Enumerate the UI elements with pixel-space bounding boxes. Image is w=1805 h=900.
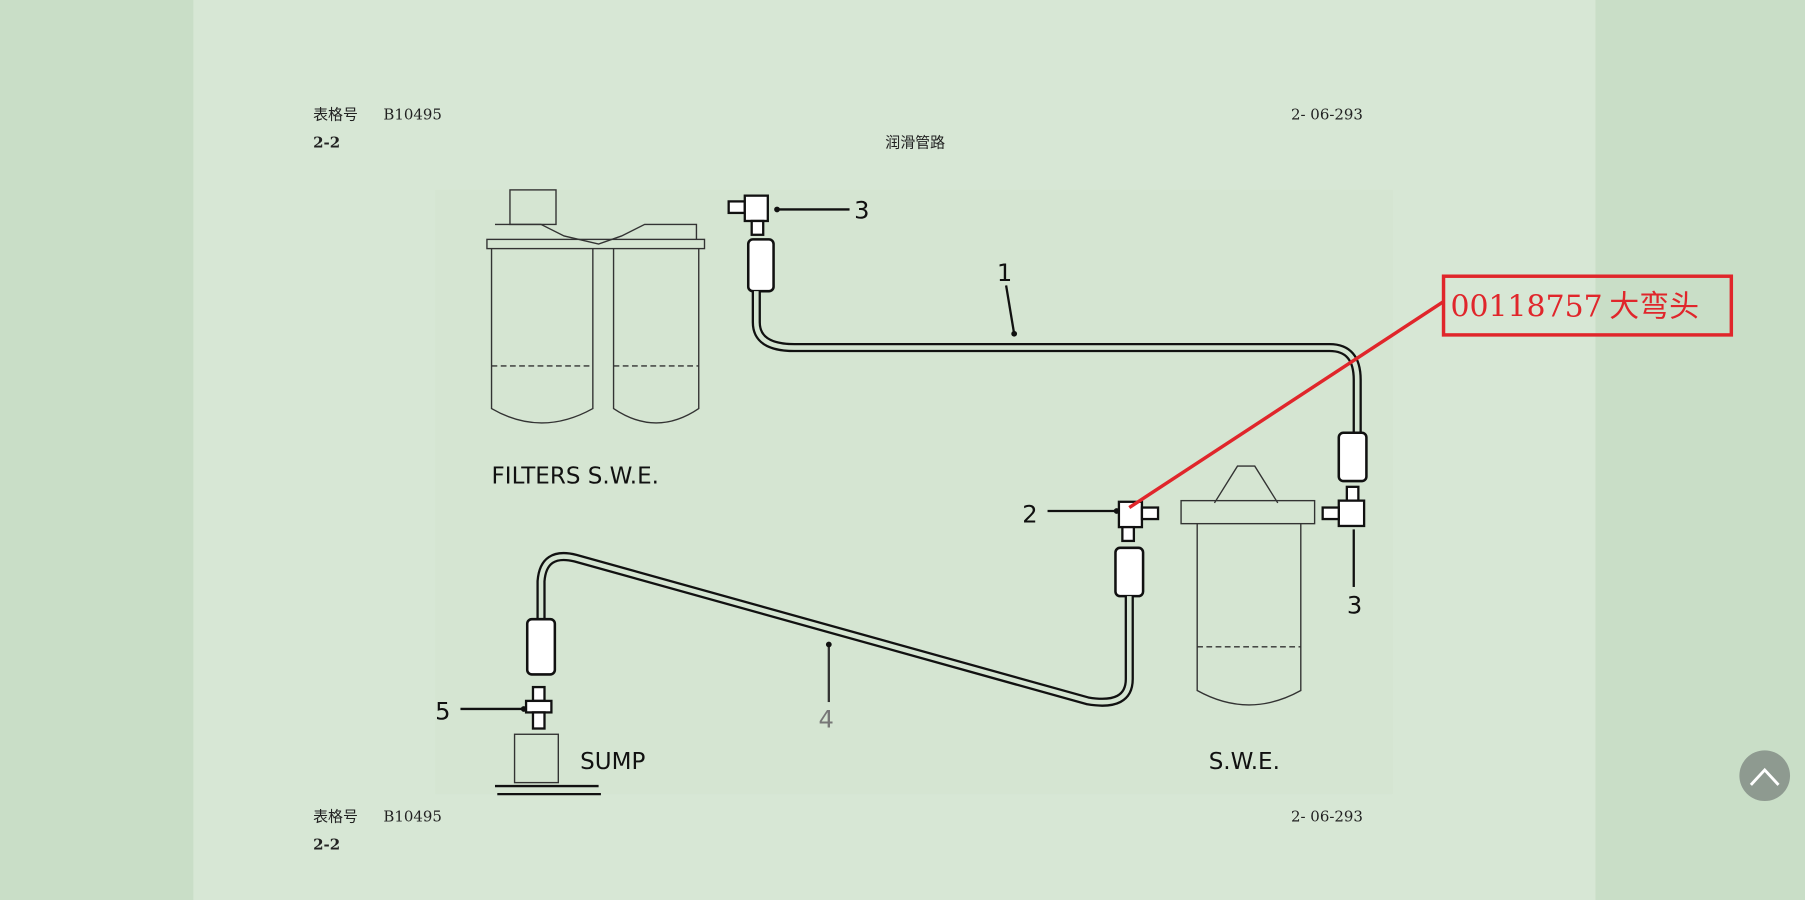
form-number: B10495 <box>383 106 442 124</box>
right-margin <box>1595 0 1805 900</box>
left-margin <box>0 0 194 900</box>
footer-form-number: B10495 <box>383 808 442 826</box>
page-title: 润滑管路 <box>885 133 945 151</box>
callout-1: 1 <box>997 259 1012 287</box>
annotation-part-number: 00118757 <box>1450 289 1602 324</box>
pipe-1: 1 <box>746 238 1368 483</box>
elbow-fitting-3-top: 3 <box>727 194 870 236</box>
filters-swe-drawing: FILTERS S.W.E. <box>486 189 706 489</box>
swe-label: S.W.E. <box>1209 749 1280 775</box>
callout-5: 5 <box>435 697 450 725</box>
lubrication-diagram: FILTERS S.W.E. 3 1 3 <box>435 189 1393 796</box>
footer-section-number: 2-2 <box>313 835 340 853</box>
sump-fitting-5: 5 SUMP <box>435 685 645 796</box>
callout-3-right: 3 <box>1347 591 1362 619</box>
footer-doc-code: 2- 06-293 <box>1291 808 1363 826</box>
section-number: 2-2 <box>313 133 340 151</box>
callout-2: 2 <box>1022 501 1037 529</box>
form-label: 表格号 <box>313 106 358 124</box>
filters-swe-label: FILTERS S.W.E. <box>492 463 659 489</box>
swe-drawing: S.W.E. <box>1180 465 1316 775</box>
annotation-part-name: 大弯头 <box>1609 289 1699 324</box>
annotation-leader-line <box>1128 300 1445 509</box>
part-annotation: 00118757 大弯头 <box>1128 274 1734 509</box>
chevron-up-icon <box>1749 767 1780 786</box>
pipe-4: 4 <box>525 546 1145 733</box>
scroll-to-top-button[interactable] <box>1739 750 1791 802</box>
sump-label: SUMP <box>580 749 645 775</box>
elbow-fitting-2: 2 <box>1022 501 1160 543</box>
callout-3-top: 3 <box>854 197 869 225</box>
callout-4: 4 <box>818 705 833 733</box>
elbow-fitting-3-right: 3 <box>1321 485 1366 619</box>
annotation-box <box>1441 274 1734 337</box>
page-header: 表格号 B10495 2- 06-293 2-2 润滑管路 <box>313 106 1363 152</box>
doc-code: 2- 06-293 <box>1291 106 1363 124</box>
footer-form-label: 表格号 <box>313 808 358 826</box>
page-footer: 表格号 B10495 2- 06-293 2-2 <box>313 808 1363 854</box>
